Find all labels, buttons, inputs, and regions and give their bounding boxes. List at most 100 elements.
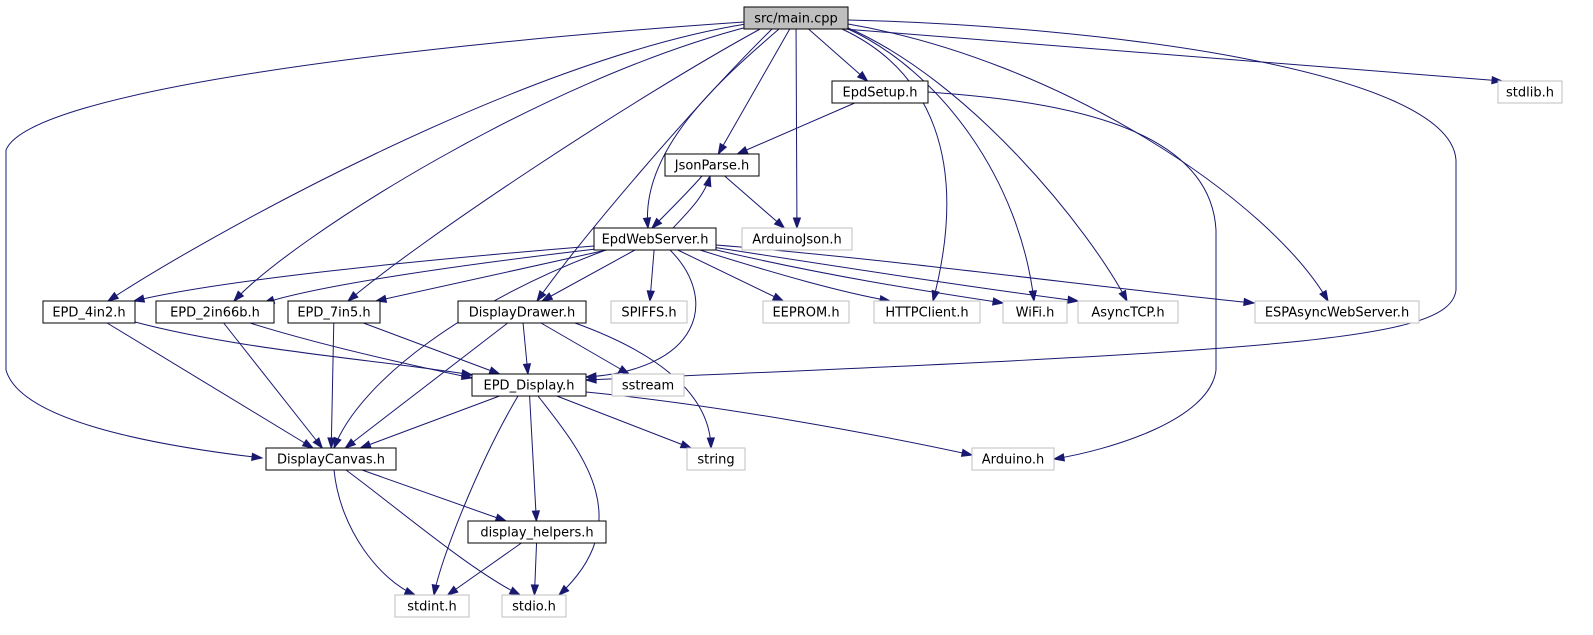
node-displayhelpers[interactable]: display_helpers.h [467, 520, 607, 544]
edge-line [585, 19, 1457, 381]
node-box [593, 227, 717, 251]
node-box [1254, 300, 1420, 324]
edge-line [263, 248, 597, 304]
edge-epddisplay-to-displayhelpers [529, 395, 541, 523]
edge-arrowhead [792, 217, 802, 230]
node-epdsetup[interactable]: EpdSetup.h [831, 80, 929, 104]
node-box [394, 594, 470, 618]
node-label: HTTPClient.h [885, 306, 968, 321]
edge-line [556, 395, 692, 449]
edge-line [536, 28, 773, 302]
node-label: DisplayCanvas.h [277, 453, 385, 468]
node-epd4in2[interactable]: EPD_4in2.h [42, 300, 136, 324]
edge-line [447, 542, 522, 596]
edge-epd4in2-to-displaycanvas [106, 322, 315, 449]
edge-epdwebserver-to-spiffs [646, 249, 655, 303]
node-box [743, 6, 849, 30]
node-stdlib: stdlib.h [1497, 80, 1563, 104]
edge-line [699, 249, 891, 302]
edge-line [715, 244, 1255, 304]
node-label: DisplayDrawer.h [469, 306, 575, 321]
edge-line [223, 322, 323, 449]
edge-epd7in5-to-epddisplay [363, 322, 502, 375]
node-epdwebserver[interactable]: EpdWebServer.h [593, 227, 717, 251]
edge-arrowhead [1491, 75, 1504, 85]
node-label: SPIFFS.h [621, 306, 676, 321]
node-box [457, 300, 587, 324]
node-label: AsyncTCP.h [1091, 306, 1164, 321]
edge-arrowhead [650, 217, 663, 230]
edge-arrowhead [1118, 289, 1128, 303]
node-box [686, 447, 746, 471]
edge-arrowhead [446, 585, 459, 596]
edge-displaycanvas-to-stdio [345, 469, 522, 596]
edge-epddisplay-to-stdint [431, 395, 519, 597]
edge-arrowhead [488, 366, 502, 375]
edge-arrowhead [557, 584, 570, 597]
node-box [971, 447, 1055, 471]
node-label: string [697, 453, 734, 468]
edge-arrowhead [346, 291, 359, 302]
node-epddisplay[interactable]: EPD_Display.h [471, 373, 587, 397]
edge-line [717, 28, 791, 155]
edge-arrowhead [703, 174, 712, 188]
node-box [155, 300, 275, 324]
edge-arrowhead [132, 294, 146, 303]
node-label: EPD_2in66b.h [170, 306, 260, 321]
edge-line [106, 322, 314, 449]
edge-line [843, 28, 1503, 82]
edge-epddisplay-to-arduino [585, 391, 974, 457]
edge-displaycanvas-to-displayhelpers [361, 469, 508, 522]
edge-line [707, 247, 1004, 304]
edge-arrowhead [431, 583, 440, 597]
edge-arrowhead [403, 586, 417, 596]
edge-epdwebserver-to-epd4in2 [132, 245, 595, 303]
edge-line [845, 27, 1035, 302]
edge-line [537, 395, 600, 596]
node-epd7in5[interactable]: EPD_7in5.h [287, 300, 381, 324]
node-espasyncwebserver: ESPAsyncWebServer.h [1254, 300, 1420, 324]
edge-arrowhead [312, 437, 324, 450]
edge-arrowhead [301, 438, 315, 449]
edge-arrowhead [344, 438, 357, 449]
edge-line [249, 322, 473, 379]
node-main[interactable]: src/main.cpp [743, 6, 849, 30]
node-epd2in66b[interactable]: EPD_2in66b.h [155, 300, 275, 324]
edge-arrowhead [522, 363, 532, 376]
node-label: ESPAsyncWebServer.h [1265, 306, 1409, 321]
node-box [664, 153, 760, 177]
node-label: stdlib.h [1506, 86, 1554, 101]
node-box [265, 447, 397, 471]
edges-layer [5, 19, 1504, 597]
edge-line [5, 21, 745, 459]
edge-epdwebserver-to-epd2in66b [262, 248, 597, 304]
edge-line [361, 469, 507, 522]
edge-main-to-asynctcp [845, 26, 1128, 303]
edge-arrowhead [960, 448, 974, 457]
edge-line [845, 26, 1128, 302]
edge-arrowhead [856, 70, 869, 83]
edge-arrowhead [735, 145, 749, 155]
node-label: EEPROM.h [772, 306, 839, 321]
node-wifi: WiFi.h [1002, 300, 1068, 324]
edge-arrowhead [773, 217, 786, 229]
edge-main-to-epdwebserver [642, 28, 780, 230]
edge-line [363, 322, 500, 375]
edge-line [360, 395, 500, 449]
node-jsonparse[interactable]: JsonParse.h [664, 153, 760, 177]
edge-arrowhead [1319, 289, 1329, 303]
node-box [873, 300, 981, 324]
edge-epdwebserver-to-displaydrawer [540, 249, 636, 302]
edge-arrowhead [717, 142, 728, 156]
edge-main-to-httpclient [841, 28, 948, 303]
edge-epddisplay-to-stdio [537, 395, 600, 597]
node-displaydrawer[interactable]: DisplayDrawer.h [457, 300, 587, 324]
edge-main-to-espasyncwebserver [847, 23, 1329, 303]
edge-line [677, 249, 784, 302]
edge-epdwebserver-to-wifi [707, 247, 1005, 306]
node-displaycanvas[interactable]: DisplayCanvas.h [265, 447, 397, 471]
node-label: Arduino.h [982, 453, 1044, 468]
edge-displaydrawer-to-sstream [540, 322, 631, 375]
edge-epdsetup-to-arduino [927, 91, 1217, 462]
edge-arrowhead [327, 437, 336, 450]
